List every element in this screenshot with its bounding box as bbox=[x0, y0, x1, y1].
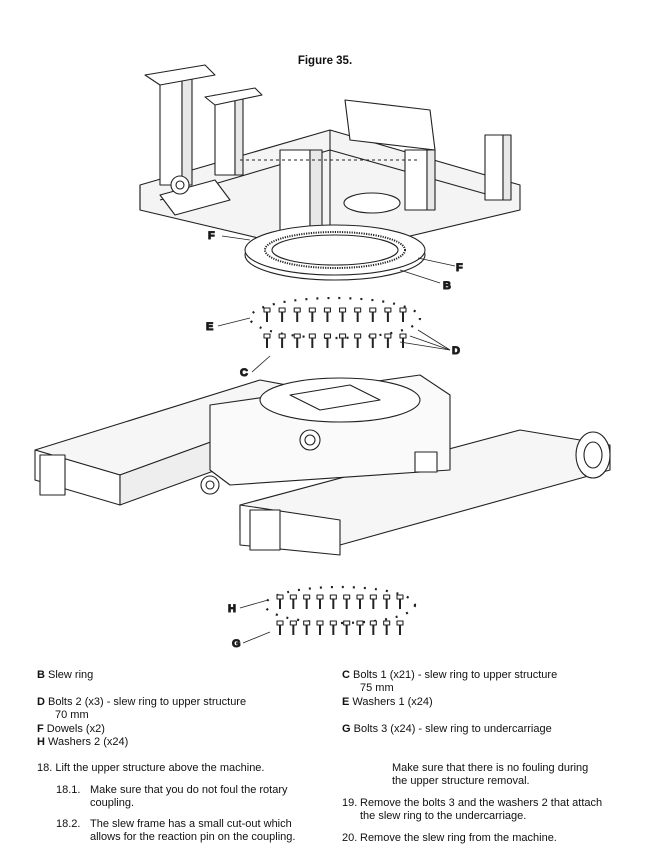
bolt bbox=[329, 620, 337, 635]
figure-title: Figure 35. bbox=[297, 55, 353, 67]
callout-h: H bbox=[228, 603, 236, 615]
note-fouling: Make sure that there is no fouling durin… bbox=[392, 762, 589, 787]
bolt bbox=[343, 620, 351, 635]
bolt bbox=[276, 594, 284, 609]
bolt bbox=[369, 594, 377, 609]
step-20: 20.Remove the slew ring from the machine… bbox=[342, 832, 557, 844]
bolt bbox=[293, 307, 301, 322]
bolt bbox=[369, 307, 377, 322]
bolt bbox=[276, 620, 284, 635]
step-18-2: 18.2.The slew frame has a small cut-out … bbox=[56, 818, 296, 843]
bolt bbox=[354, 333, 362, 348]
upper-structure bbox=[139, 64, 521, 256]
undercarriage bbox=[34, 374, 611, 556]
callout-c: C bbox=[240, 367, 248, 379]
bolt bbox=[354, 307, 362, 322]
bolt bbox=[263, 333, 271, 348]
bolt bbox=[278, 307, 286, 322]
legend-f: F Dowels (x2) bbox=[37, 723, 105, 735]
bolt bbox=[289, 620, 297, 635]
bolt bbox=[289, 594, 297, 609]
bolt bbox=[263, 307, 271, 322]
step-18: 18. Lift the upper structure above the m… bbox=[37, 762, 265, 774]
callout-f-right: F bbox=[456, 262, 463, 274]
step-18-1: 18.1.Make sure that you do not foul the … bbox=[56, 784, 288, 809]
callout-e: E bbox=[206, 321, 213, 333]
bolt bbox=[399, 307, 407, 322]
bolt bbox=[369, 333, 377, 348]
bolt bbox=[316, 594, 324, 609]
slew-ring bbox=[244, 224, 426, 281]
exploded-view-drawing: F F B E D C H G bbox=[34, 64, 611, 651]
bolt bbox=[383, 594, 391, 609]
bolt bbox=[308, 333, 316, 348]
callout-f-left: F bbox=[208, 230, 215, 242]
legend-e: E Washers 1 (x24) bbox=[342, 696, 433, 708]
bolt bbox=[278, 333, 286, 348]
legend-c: C Bolts 1 (x21) - slew ring to upper str… bbox=[342, 669, 558, 694]
bolt bbox=[356, 594, 364, 609]
bolt bbox=[399, 333, 407, 348]
bolt bbox=[308, 307, 316, 322]
bolt-ring-lower bbox=[263, 585, 417, 635]
callout-b: B bbox=[443, 280, 451, 292]
bolt bbox=[383, 620, 391, 635]
bolt bbox=[303, 620, 311, 635]
leader-lines bbox=[217, 235, 456, 644]
callout-g: G bbox=[232, 638, 241, 650]
bolt bbox=[303, 594, 311, 609]
bolt bbox=[339, 333, 347, 348]
bolt bbox=[316, 620, 324, 635]
bolt bbox=[396, 620, 404, 635]
bolt bbox=[369, 620, 377, 635]
legend-b: B Slew ring bbox=[37, 669, 94, 681]
bolt bbox=[329, 594, 337, 609]
bolt bbox=[323, 333, 331, 348]
bolt bbox=[384, 307, 392, 322]
bolt bbox=[339, 307, 347, 322]
legend-d: D Bolts 2 (x3) - slew ring to upper stru… bbox=[37, 696, 247, 721]
bolt bbox=[396, 594, 404, 609]
bolt bbox=[384, 333, 392, 348]
legend-h: H Washers 2 (x24) bbox=[37, 736, 129, 748]
bolt bbox=[356, 620, 364, 635]
bolt bbox=[293, 333, 301, 348]
callout-d: D bbox=[452, 345, 460, 357]
legend-g: G Bolts 3 (x24) - slew ring to undercarr… bbox=[342, 723, 552, 735]
step-19: 19.Remove the bolts 3 and the washers 2 … bbox=[342, 797, 603, 822]
bolt bbox=[343, 594, 351, 609]
bolt bbox=[323, 307, 331, 322]
bolt-ring-upper bbox=[248, 296, 422, 348]
